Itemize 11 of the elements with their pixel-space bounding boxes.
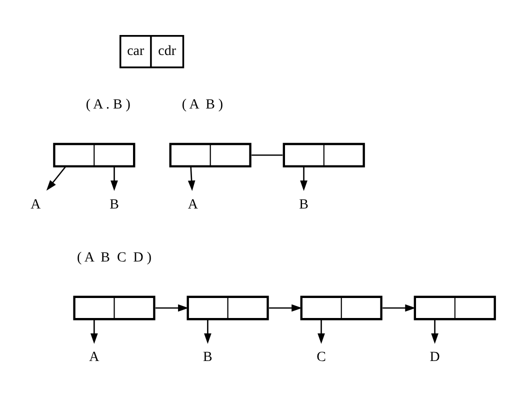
node-text: A: [89, 350, 100, 365]
label: ( A B C D ): [76, 250, 152, 266]
node-text: B: [110, 196, 119, 212]
node-text: D: [430, 350, 440, 365]
node-text: B: [203, 350, 212, 365]
node-text: B: [299, 196, 308, 212]
node-text: C: [316, 350, 326, 365]
label: ( A . B ): [86, 97, 130, 112]
label: ( A B ): [182, 97, 224, 112]
node-text: A: [30, 196, 41, 212]
node-text: A: [188, 196, 198, 212]
